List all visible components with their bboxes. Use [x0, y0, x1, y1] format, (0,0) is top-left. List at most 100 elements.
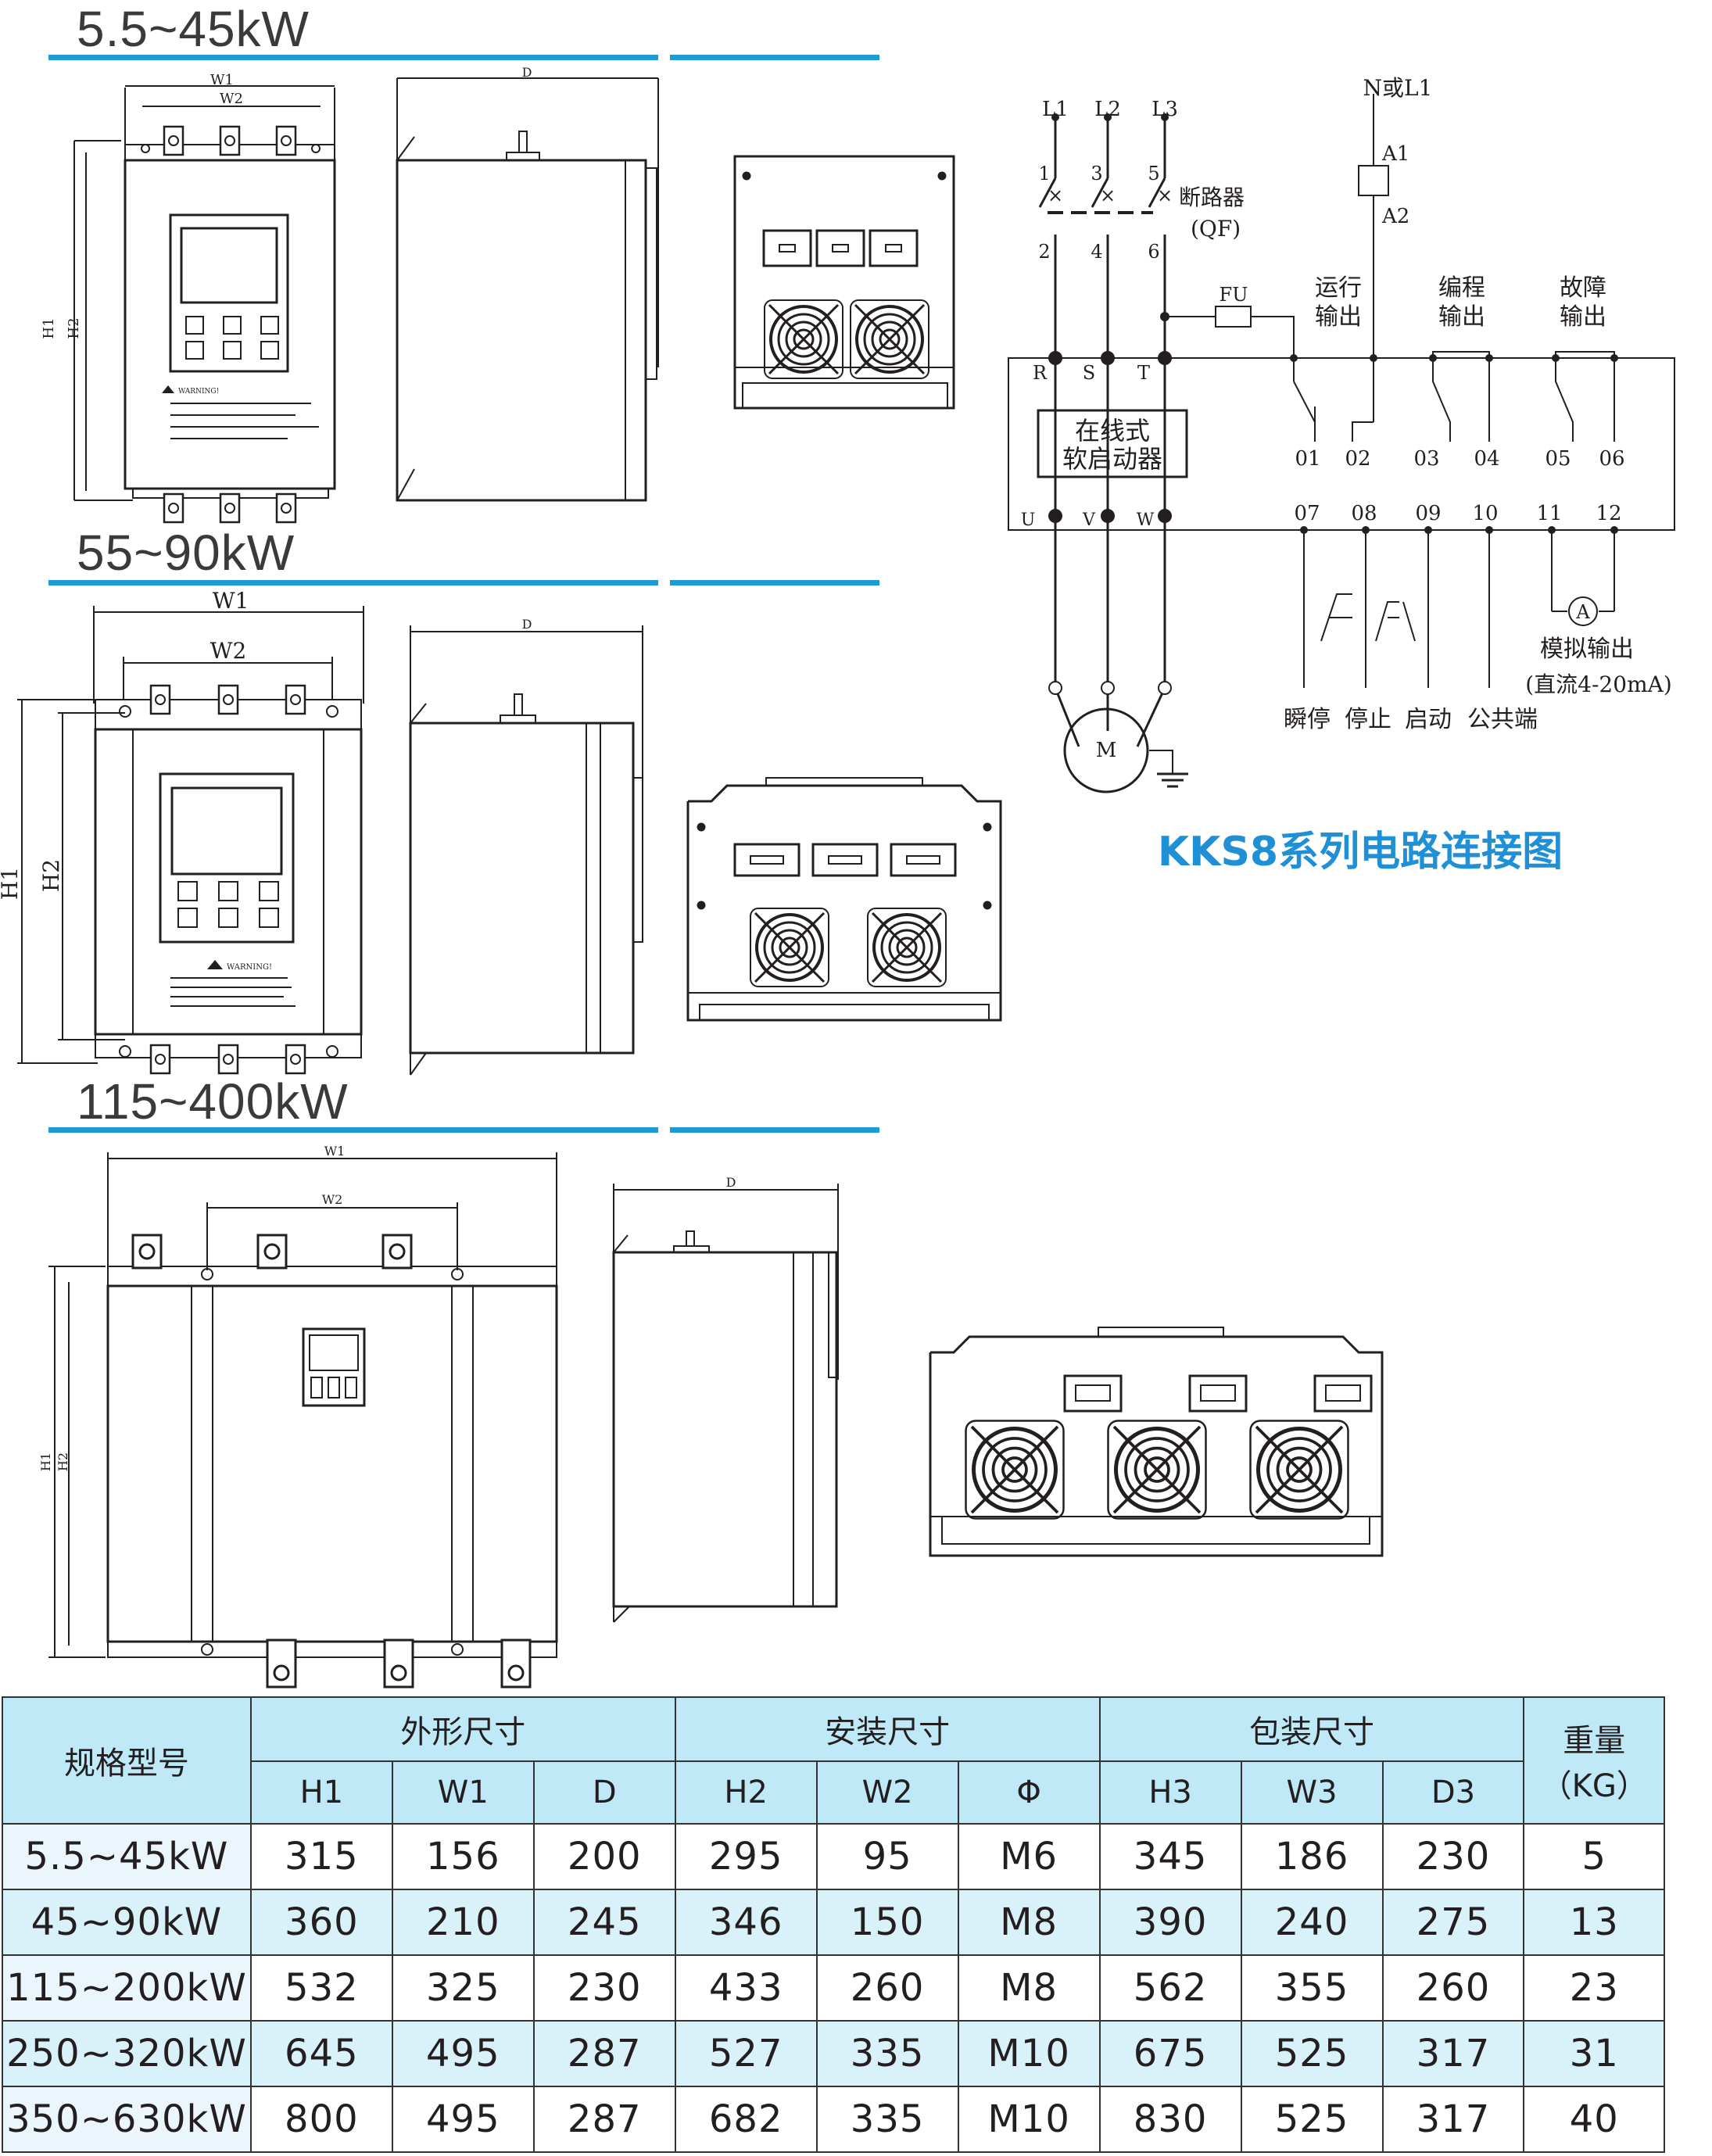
model-cell: 45~90kW	[2, 1889, 252, 1956]
control-terminal: 08	[1351, 502, 1377, 525]
model-cell: 5.5~45kW	[2, 1823, 252, 1890]
value-cell: 645	[249, 2020, 393, 2087]
value-cell: 355	[1240, 1954, 1384, 2022]
terminal-number: 1	[1038, 163, 1050, 184]
phase-label: L1	[1042, 98, 1069, 121]
value-cell: 156	[391, 1823, 535, 1890]
front-view-small	[73, 85, 336, 501]
front-view-large	[48, 1152, 558, 1658]
terminal-number: 4	[1091, 241, 1102, 263]
warning-label-small: WARNING!	[162, 385, 319, 439]
terminal-number: 6	[1148, 241, 1159, 263]
value-cell: 240	[1240, 1889, 1384, 1956]
col-header: Φ	[957, 1760, 1101, 1825]
control-label: 停止	[1345, 706, 1391, 733]
value-cell: 495	[391, 2020, 535, 2087]
value-cell: 525	[1240, 2086, 1384, 2153]
terminal-r-label: R	[1033, 362, 1048, 384]
control-terminal: 10	[1472, 502, 1498, 525]
terminal-s-label: S	[1083, 362, 1095, 384]
value-cell: 287	[532, 2020, 676, 2087]
terminal-number: 5	[1148, 163, 1159, 184]
svg-text:×: ×	[1100, 184, 1116, 206]
run-output-label: 输出	[1315, 303, 1362, 331]
front-view-medium	[17, 606, 364, 1064]
bottom-view-large	[929, 1327, 1384, 1557]
technical-drawings: WARNING! W 1 W2 H1 H2 D	[0, 65, 1675, 1689]
side-view-medium	[409, 625, 643, 1076]
cooling-fan-icon	[749, 907, 830, 988]
section-divider	[48, 55, 658, 60]
coil-a1-label: A1	[1381, 142, 1409, 166]
value-cell: 315	[249, 1823, 393, 1890]
value-cell: 527	[674, 2020, 818, 2087]
breaker-cross-icon: ×××	[1048, 184, 1173, 206]
value-cell: 317	[1381, 2086, 1525, 2153]
value-cell: 95	[815, 1823, 959, 1890]
value-cell: 495	[391, 2086, 535, 2153]
section-divider	[670, 580, 879, 586]
value-cell: 31	[1523, 2020, 1665, 2087]
control-label: 公共端	[1467, 706, 1538, 733]
value-cell: 390	[1098, 1889, 1242, 1956]
value-cell: 433	[674, 1954, 818, 2022]
starter-label: 软启动器	[1062, 444, 1162, 474]
relay-terminal: 04	[1474, 447, 1499, 471]
section-divider	[48, 1127, 658, 1133]
value-cell: M8	[957, 1954, 1101, 2022]
fault-output-label: 输出	[1560, 303, 1606, 331]
dim-h2-label: H2	[56, 1452, 70, 1471]
terminal-w-label: W	[1137, 510, 1155, 530]
starter-label: 在线式	[1075, 416, 1150, 446]
value-cell: 275	[1381, 1889, 1525, 1956]
model-header: 规格型号	[2, 1696, 252, 1825]
bottom-view-medium	[686, 777, 1002, 1022]
relay-terminal: 03	[1413, 447, 1439, 471]
terminal-lugs-small	[141, 125, 321, 524]
value-cell: 360	[249, 1889, 393, 1956]
dim-d-label: D	[726, 1175, 736, 1190]
weight-header: 重量 （KG）	[1523, 1696, 1665, 1825]
control-terminal: 07	[1294, 502, 1320, 525]
terminal-lugs-large	[131, 1234, 532, 1689]
dim-h1-label: H1	[41, 317, 57, 338]
dim-h2-label: H2	[38, 859, 64, 892]
value-cell: 245	[532, 1889, 676, 1956]
specification-table: 规格型号 外形尺寸 安装尺寸 包装尺寸 重量 （KG） H1 W1 D H2 W…	[2, 1696, 1665, 2153]
value-cell: 150	[815, 1889, 959, 1956]
col-header: H3	[1098, 1760, 1242, 1825]
col-header: W3	[1240, 1760, 1384, 1825]
motor-icon: M	[1096, 739, 1117, 762]
value-cell: 260	[815, 1954, 959, 2022]
value-cell: 317	[1381, 2020, 1525, 2087]
dim-h1-label: H1	[0, 867, 23, 900]
fault-output-label: 故障	[1560, 274, 1606, 302]
diagram-caption: KKS8系列电路连接图	[1158, 829, 1563, 876]
relay-terminal: 01	[1295, 447, 1320, 471]
wiring-diagram	[1008, 94, 1675, 793]
dim-w2-label: W2	[210, 638, 247, 664]
value-cell: 325	[391, 1954, 535, 2022]
control-label: 瞬停	[1284, 706, 1331, 733]
svg-text:WARNING!: WARNING!	[178, 388, 219, 396]
ammeter-icon: A	[1575, 601, 1590, 623]
value-cell: 345	[1098, 1823, 1242, 1890]
value-cell: 5	[1523, 1823, 1665, 1890]
model-cell: 350~630kW	[2, 2086, 252, 2153]
value-cell: 346	[674, 1889, 818, 1956]
side-view-small	[396, 77, 659, 502]
value-cell: 230	[1381, 1823, 1525, 1890]
phase-label: L3	[1151, 98, 1178, 121]
prog-output-label: 输出	[1438, 303, 1485, 331]
cooling-fan-icon	[866, 907, 947, 988]
side-view-large	[612, 1184, 839, 1623]
terminal-number: 3	[1091, 163, 1102, 184]
value-cell: 682	[674, 2086, 818, 2153]
value-cell: 532	[249, 1954, 393, 2022]
value-cell: 230	[532, 1954, 676, 2022]
control-terminal: 09	[1415, 502, 1441, 525]
svg-text:×: ×	[1048, 184, 1063, 206]
section-title-small: 5.5~45kW	[77, 1, 310, 57]
coil-a2-label: A2	[1381, 205, 1409, 228]
